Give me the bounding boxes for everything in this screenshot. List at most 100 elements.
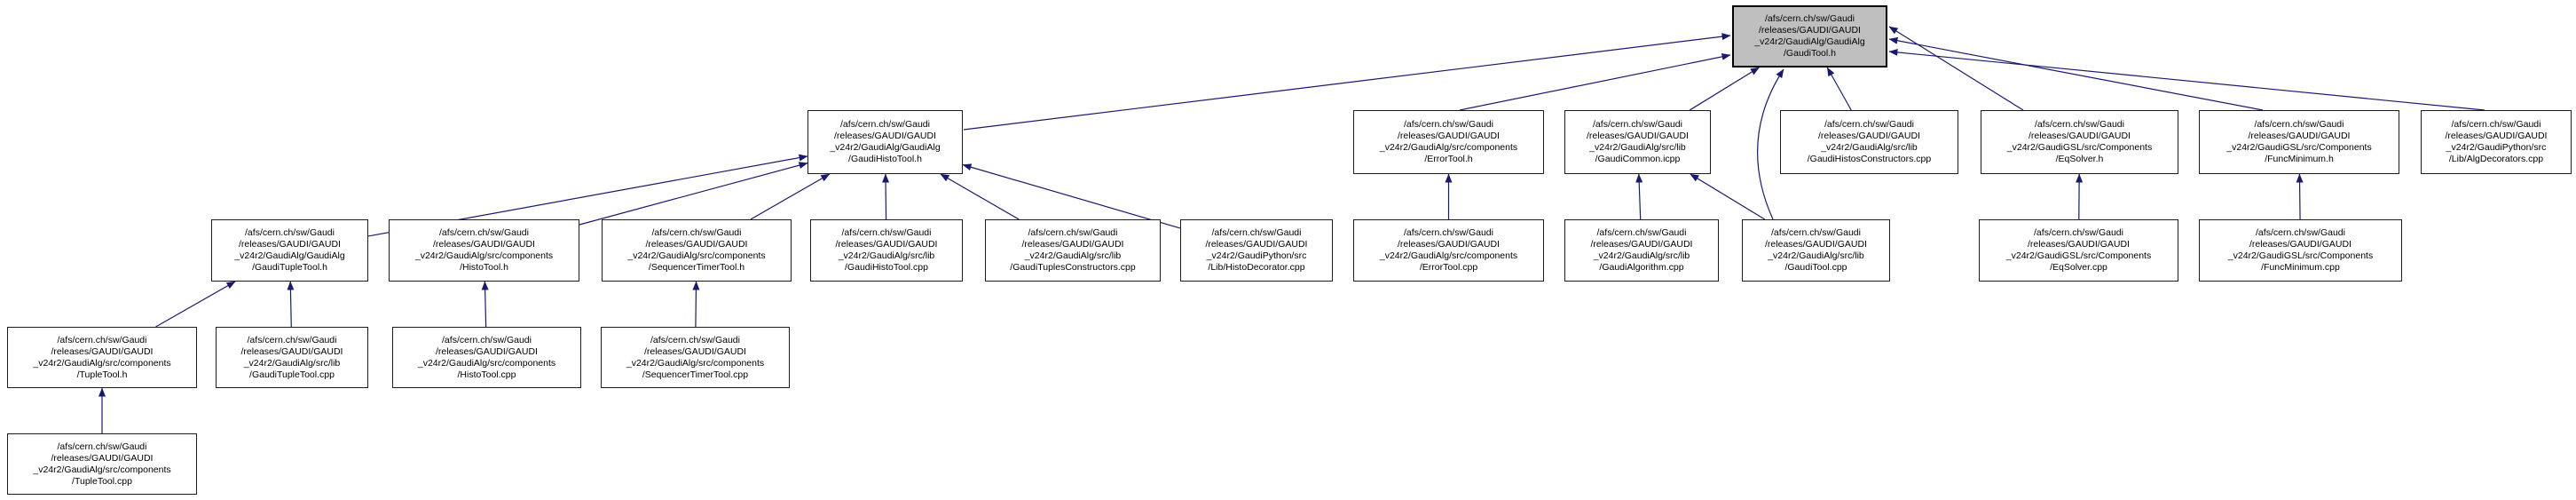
node-label-line: /Lib/HistoDecorator.cpp — [1208, 262, 1305, 273]
node-label-line: _v24r2/GaudiAlg/GaudiAlg — [234, 250, 345, 261]
graph-node-gaudihistosconstructors-cpp[interactable]: /afs/cern.ch/sw/Gaudi/releases/GAUDI/GAU… — [1780, 110, 1958, 174]
node-label-line: /releases/GAUDI/GAUDI — [644, 345, 746, 357]
graph-node-sequencertimertool-cpp[interactable]: /afs/cern.ch/sw/Gaudi/releases/GAUDI/GAU… — [601, 327, 790, 388]
node-label-line: /releases/GAUDI/GAUDI — [1818, 131, 1920, 141]
node-label-line: _v24r2/GaudiAlg/src/lib — [1589, 142, 1686, 153]
node-label-line: /afs/cern.ch/sw/Gaudi — [57, 334, 147, 345]
node-label-line: /afs/cern.ch/sw/Gaudi — [1028, 227, 1118, 238]
graph-node-gaudihistotool-cpp[interactable]: /afs/cern.ch/sw/Gaudi/releases/GAUDI/GAU… — [810, 219, 963, 282]
graph-node-histotool-h[interactable]: /afs/cern.ch/sw/Gaudi/releases/GAUDI/GAU… — [389, 219, 579, 282]
node-label-line: /afs/cern.ch/sw/Gaudi — [1593, 119, 1682, 130]
node-label-line: /SequencerTimerTool.cpp — [642, 369, 749, 380]
node-label-line: _v24r2/GaudiGSL/src/Components — [2226, 142, 2372, 153]
node-label-line: /releases/GAUDI/GAUDI — [2249, 239, 2351, 250]
node-label-line: /releases/GAUDI/GAUDI — [433, 239, 535, 250]
node-label-line: /Lib/AlgDecorators.cpp — [2448, 154, 2544, 164]
graph-node-gauditool-h: /afs/cern.ch/sw/Gaudi/releases/GAUDI/GAU… — [1732, 5, 1887, 67]
node-label-line: _v24r2/GaudiAlg/src/components — [414, 250, 554, 261]
graph-node-eqsolver-h[interactable]: /afs/cern.ch/sw/Gaudi/releases/GAUDI/GAU… — [1981, 110, 2178, 174]
node-label-line: /releases/GAUDI/GAUDI — [51, 452, 154, 464]
node-label-line: /releases/GAUDI/GAUDI — [240, 345, 343, 357]
node-label-line: /afs/cern.ch/sw/Gaudi — [1824, 119, 1914, 130]
include-edge-sequencertimertool-h-to-gaudihistotool-h — [750, 173, 831, 220]
node-label-line: _v24r2/GaudiAlg/src/lib — [1593, 250, 1690, 261]
node-label-line: /afs/cern.ch/sw/Gaudi — [2254, 119, 2344, 130]
node-label-line: _v24r2/GaudiPython/src — [2446, 142, 2547, 153]
graph-node-gauditupletool-h[interactable]: /afs/cern.ch/sw/Gaudi/releases/GAUDI/GAU… — [211, 219, 368, 282]
node-label-line: /releases/GAUDI/GAUDI — [1398, 131, 1500, 141]
node-label-line: /afs/cern.ch/sw/Gaudi — [1404, 227, 1493, 238]
include-edge-tupletool-h-to-gauditupletool-h — [155, 281, 236, 328]
node-label-line: /GaudiHistosConstructors.cpp — [1807, 154, 1932, 164]
node-label-line: /releases/GAUDI/GAUDI — [1398, 239, 1500, 250]
node-label-line: /releases/GAUDI/GAUDI — [2248, 131, 2351, 141]
graph-node-funcminimum-cpp[interactable]: /afs/cern.ch/sw/Gaudi/releases/GAUDI/GAU… — [2199, 219, 2402, 282]
node-label-line: /releases/GAUDI/GAUDI — [645, 239, 748, 250]
node-label-line: /releases/GAUDI/GAUDI — [1587, 131, 1689, 141]
graph-node-funcminimum-h[interactable]: /afs/cern.ch/sw/Gaudi/releases/GAUDI/GAU… — [2199, 110, 2399, 174]
node-label-line: /afs/cern.ch/sw/Gaudi — [1596, 227, 1687, 238]
node-label-line: _v24r2/GaudiGSL/src/Components — [2006, 142, 2153, 153]
node-label-line: /SequencerTimerTool.h — [648, 262, 745, 273]
node-label-line: _v24r2/GaudiAlg/src/components — [627, 250, 766, 261]
node-label-line: /EqSolver.cpp — [2050, 262, 2107, 273]
include-edge-histotool-cpp-to-histotool-h — [481, 281, 489, 328]
node-label-line: _v24r2/GaudiAlg/src/lib — [1024, 250, 1122, 261]
node-label-line: /ErrorTool.cpp — [1419, 262, 1478, 273]
graph-node-errortool-h[interactable]: /afs/cern.ch/sw/Gaudi/releases/GAUDI/GAU… — [1353, 110, 1544, 174]
node-label-line: /releases/GAUDI/GAUDI — [51, 345, 154, 357]
node-label-line: /afs/cern.ch/sw/Gaudi — [2451, 119, 2541, 130]
graph-node-gauditool-cpp[interactable]: /afs/cern.ch/sw/Gaudi/releases/GAUDI/GAU… — [1742, 219, 1890, 282]
include-edge-gauditupletool-cpp-to-gauditupletool-h — [287, 281, 295, 328]
include-edge-eqsolver-h-to-gauditool-h — [1888, 26, 2024, 111]
node-label-line: /afs/cern.ch/sw/Gaudi — [439, 227, 529, 238]
node-label-line: /GaudiHistoTool.h — [848, 154, 922, 164]
include-edge-sequencertimertool-cpp-to-sequencertimertool-h — [692, 281, 700, 328]
graph-node-tupletool-cpp[interactable]: /afs/cern.ch/sw/Gaudi/releases/GAUDI/GAU… — [7, 433, 197, 495]
graph-node-gaudituplesconstructors-cpp[interactable]: /afs/cern.ch/sw/Gaudi/releases/GAUDI/GAU… — [985, 219, 1161, 282]
node-label-line: /GaudiHistoTool.cpp — [845, 262, 928, 273]
node-label-line: /afs/cern.ch/sw/Gaudi — [245, 227, 335, 238]
node-label-line: _v24r2/GaudiAlg/src/lib — [1821, 142, 1918, 153]
node-label-line: _v24r2/GaudiAlg/src/components — [1379, 142, 1518, 153]
node-label-line: /afs/cern.ch/sw/Gaudi — [1765, 13, 1855, 24]
include-edge-gaudihistotool-h-to-gauditool-h — [963, 33, 1731, 131]
node-label-line: /afs/cern.ch/sw/Gaudi — [2256, 227, 2345, 238]
include-edge-algdecorators-cpp-to-gauditool-h — [1888, 48, 2485, 111]
graph-node-tupletool-h[interactable]: /afs/cern.ch/sw/Gaudi/releases/GAUDI/GAU… — [7, 327, 197, 388]
graph-node-gaudihistotool-h[interactable]: /afs/cern.ch/sw/Gaudi/releases/GAUDI/GAU… — [807, 110, 963, 174]
graph-node-eqsolver-cpp[interactable]: /afs/cern.ch/sw/Gaudi/releases/GAUDI/GAU… — [1979, 219, 2178, 282]
node-label-line: /GaudiTool.cpp — [1784, 262, 1847, 273]
graph-node-algdecorators-cpp[interactable]: /afs/cern.ch/sw/Gaudi/releases/GAUDI/GAU… — [2421, 110, 2572, 174]
graph-node-sequencertimertool-h[interactable]: /afs/cern.ch/sw/Gaudi/releases/GAUDI/GAU… — [602, 219, 792, 282]
graph-node-histodecorator-cpp[interactable]: /afs/cern.ch/sw/Gaudi/releases/GAUDI/GAU… — [1180, 219, 1333, 282]
graph-node-histotool-cpp[interactable]: /afs/cern.ch/sw/Gaudi/releases/GAUDI/GAU… — [392, 327, 581, 388]
graph-node-gauditupletool-cpp[interactable]: /afs/cern.ch/sw/Gaudi/releases/GAUDI/GAU… — [216, 327, 368, 388]
node-label-line: /releases/GAUDI/GAUDI — [436, 345, 538, 357]
include-edge-funcminimum-cpp-to-funcminimum-h — [2296, 173, 2304, 220]
graph-node-gaudialgorithm-cpp[interactable]: /afs/cern.ch/sw/Gaudi/releases/GAUDI/GAU… — [1564, 219, 1719, 282]
include-edge-errortool-h-to-gauditool-h — [1459, 52, 1731, 111]
graph-node-gaudicommon-icpp[interactable]: /afs/cern.ch/sw/Gaudi/releases/GAUDI/GAU… — [1564, 110, 1711, 174]
node-label-line: /GaudiTupleTool.cpp — [249, 369, 335, 380]
node-label-line: _v24r2/GaudiAlg/src/lib — [1768, 250, 1864, 261]
node-label-line: /afs/cern.ch/sw/Gaudi — [2034, 227, 2123, 238]
node-label-line: /releases/GAUDI/GAUDI — [1759, 25, 1861, 36]
node-label-line: _v24r2/GaudiGSL/src/Components — [2005, 250, 2152, 261]
node-label-line: /afs/cern.ch/sw/Gaudi — [247, 334, 337, 345]
node-label-line: _v24r2/GaudiGSL/src/Components — [2227, 250, 2374, 261]
node-label-line: /releases/GAUDI/GAUDI — [2445, 131, 2548, 141]
node-label-line: _v24r2/GaudiAlg/src/lib — [838, 250, 935, 261]
graph-node-errortool-cpp[interactable]: /afs/cern.ch/sw/Gaudi/releases/GAUDI/GAU… — [1353, 219, 1544, 282]
node-label-line: /FuncMinimum.cpp — [2261, 262, 2340, 273]
node-label-line: /afs/cern.ch/sw/Gaudi — [442, 334, 532, 345]
node-label-line: /afs/cern.ch/sw/Gaudi — [57, 440, 147, 452]
node-label-line: _v24r2/GaudiAlg/src/components — [417, 357, 556, 369]
include-edge-gaudituplesconstructors-cpp-to-gaudihistotool-h — [940, 173, 1020, 220]
node-label-line: _v24r2/GaudiAlg/src/lib — [243, 357, 341, 369]
node-label-line: /afs/cern.ch/sw/Gaudi — [650, 334, 740, 345]
node-label-line: /TupleTool.h — [76, 369, 128, 380]
